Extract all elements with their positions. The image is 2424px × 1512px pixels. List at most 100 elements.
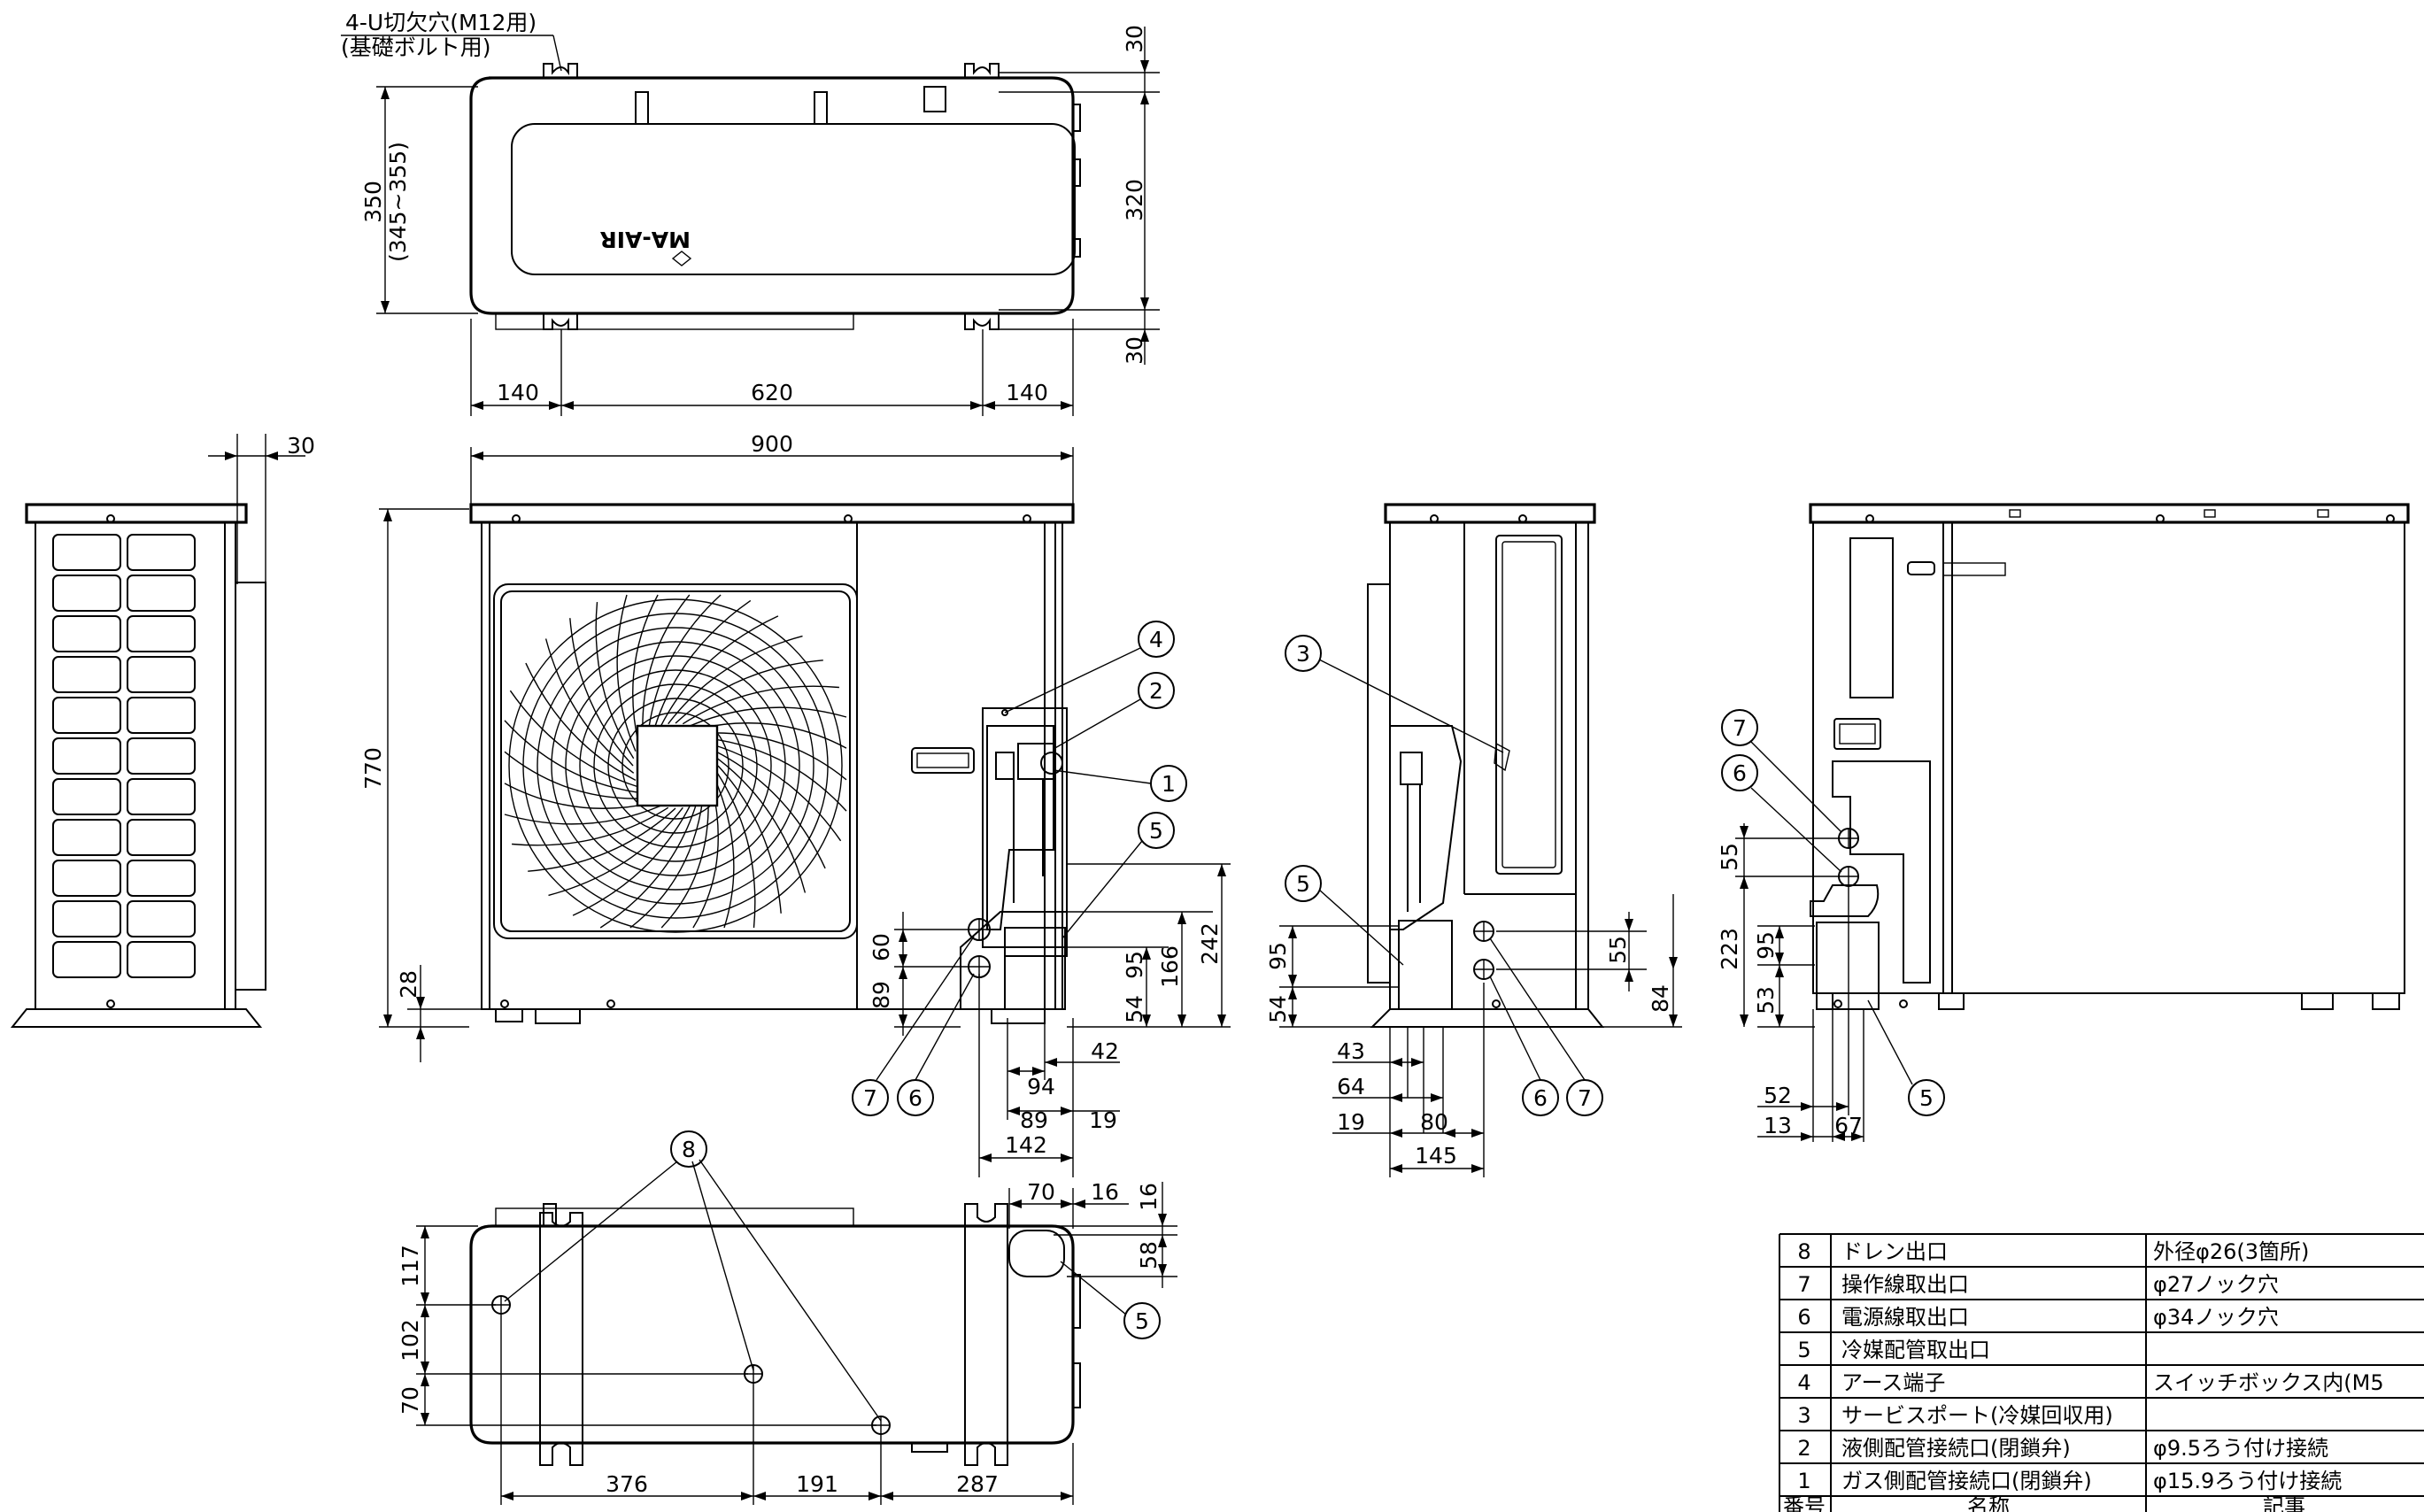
dim-54-front: 54 <box>1122 995 1147 1023</box>
dim-70-horizontal: 70 <box>1027 1179 1055 1205</box>
dim-89-horizontal: 89 <box>1020 1107 1048 1133</box>
table-cell-note: φ15.9ろう付け接続 <box>2153 1469 2342 1493</box>
front-view: 900 770 28 60 89 95 54 166 242 <box>360 431 1231 1177</box>
svg-text:4: 4 <box>1149 627 1163 652</box>
dim-16-vertical: 16 <box>1136 1183 1162 1211</box>
dim-350: 350 <box>360 181 386 223</box>
table-cell-no: 1 <box>1797 1469 1810 1493</box>
dim-28: 28 <box>396 970 421 999</box>
dim-376: 376 <box>606 1471 648 1497</box>
balloon-7-side <box>1566 1079 1603 1116</box>
dim-900: 900 <box>751 431 793 457</box>
dim-43: 43 <box>1337 1038 1365 1064</box>
slot-label-line2: (基礎ボルト用) <box>341 35 491 60</box>
balloon-5-front <box>1138 812 1175 849</box>
svg-text:6: 6 <box>1733 760 1747 786</box>
dim-80: 80 <box>1420 1109 1448 1135</box>
balloon-3 <box>1285 635 1322 672</box>
table-header-note: 記事 <box>2263 1494 2305 1512</box>
balloon-6-rear <box>1721 754 1758 791</box>
dim-55-side: 55 <box>1605 936 1631 964</box>
dim-64: 64 <box>1337 1074 1365 1099</box>
dim-70-vertical: 70 <box>398 1386 423 1415</box>
dim-30-top: 30 <box>1122 25 1147 53</box>
balloon-5-rear <box>1908 1079 1945 1116</box>
dim-84: 84 <box>1648 984 1673 1013</box>
dim-140-right: 140 <box>1006 380 1048 405</box>
dim-287: 287 <box>956 1471 999 1497</box>
balloon-5-bottom <box>1123 1302 1161 1339</box>
dim-95-side: 95 <box>1265 942 1291 970</box>
brand-logo: MA-AIR <box>599 227 691 252</box>
table-cell-name: サービスポート(冷媒回収用) <box>1841 1403 2113 1428</box>
balloon-2 <box>1138 672 1175 709</box>
dim-320: 320 <box>1122 179 1147 221</box>
dim-95-rear: 95 <box>1753 931 1779 960</box>
svg-text:7: 7 <box>1578 1085 1592 1111</box>
dim-55-rear: 55 <box>1717 843 1742 871</box>
dim-95-front: 95 <box>1122 951 1147 979</box>
balloon-7-front <box>852 1079 889 1116</box>
dim-19-side: 19 <box>1337 1109 1365 1135</box>
table-cell-no: 3 <box>1797 1403 1810 1428</box>
side-grille <box>52 534 196 978</box>
dim-142: 142 <box>1005 1132 1047 1158</box>
table-cell-name: アース端子 <box>1841 1370 1945 1395</box>
table-cell-name: 電源線取出口 <box>1841 1305 1969 1330</box>
balloon-5-side <box>1285 865 1322 902</box>
table-cell-no: 4 <box>1797 1370 1810 1395</box>
dim-19-front: 19 <box>1089 1107 1117 1133</box>
balloon-4 <box>1138 621 1175 658</box>
dim-94: 94 <box>1027 1074 1055 1099</box>
table-header-no: 番号 <box>1783 1494 1826 1512</box>
balloon-1 <box>1150 765 1187 802</box>
balloon-6-side <box>1522 1079 1559 1116</box>
svg-text:7: 7 <box>1733 715 1747 741</box>
right-side-view: 95 54 55 84 43 64 19 80 145 <box>1265 503 1682 1177</box>
dim-140-left: 140 <box>497 380 539 405</box>
bottom-view: 117 102 70 70 16 16 58 376 191 287 <box>398 1179 1177 1505</box>
callouts: 1 2 4 5 7 6 3 5 6 7 7 6 <box>504 621 1945 1422</box>
table-cell-no: 2 <box>1797 1436 1810 1461</box>
dim-42: 42 <box>1091 1038 1119 1064</box>
table-cell-name: 操作線取出口 <box>1841 1272 1969 1297</box>
table-cell-name: 冷媒配管取出口 <box>1841 1338 1990 1362</box>
svg-text:6: 6 <box>908 1085 923 1111</box>
svg-text:5: 5 <box>1149 818 1163 844</box>
dim-223: 223 <box>1717 928 1742 970</box>
dim-52: 52 <box>1764 1083 1792 1108</box>
slot-label-line1: 4-U切欠穴(M12用) <box>345 10 537 35</box>
svg-text:5: 5 <box>1296 871 1310 897</box>
dim-89-vertical: 89 <box>868 981 894 1009</box>
svg-text:3: 3 <box>1296 641 1310 667</box>
dim-16-horizontal: 16 <box>1091 1179 1119 1205</box>
top-view: MA-AIR 4-U切欠穴(M12用) (基礎ボルト用) 350 (345~35… <box>341 10 1160 416</box>
dim-30-bottom: 30 <box>1122 336 1147 365</box>
balloon-7-rear <box>1721 709 1758 746</box>
balloon-8 <box>670 1130 707 1168</box>
svg-text:2: 2 <box>1149 678 1163 704</box>
dim-191: 191 <box>796 1471 838 1497</box>
table-cell-note: 外径φ26(3箇所) <box>2153 1239 2309 1264</box>
dim-53: 53 <box>1753 986 1779 1014</box>
dim-145: 145 <box>1415 1143 1457 1169</box>
dim-13: 13 <box>1764 1113 1792 1138</box>
dim-58: 58 <box>1136 1241 1162 1269</box>
left-side-view: 30 <box>10 433 315 1028</box>
dim-620: 620 <box>751 380 793 405</box>
table-cell-no: 6 <box>1797 1305 1810 1330</box>
dim-67: 67 <box>1834 1113 1863 1138</box>
rear-view: 55 223 95 53 52 13 67 <box>1717 503 2410 1142</box>
dim-102: 102 <box>398 1319 423 1362</box>
svg-text:1: 1 <box>1162 771 1176 797</box>
table-cell-note: φ9.5ろう付け接続 <box>2153 1436 2328 1461</box>
svg-text:6: 6 <box>1533 1085 1548 1111</box>
dim-770: 770 <box>360 747 386 790</box>
svg-text:8: 8 <box>682 1137 696 1162</box>
table-cell-no: 7 <box>1797 1272 1810 1297</box>
table-cell-name: ドレン出口 <box>1841 1239 1948 1264</box>
table-cell-note: φ34ノック穴 <box>2153 1305 2279 1330</box>
dim-60: 60 <box>868 933 894 961</box>
